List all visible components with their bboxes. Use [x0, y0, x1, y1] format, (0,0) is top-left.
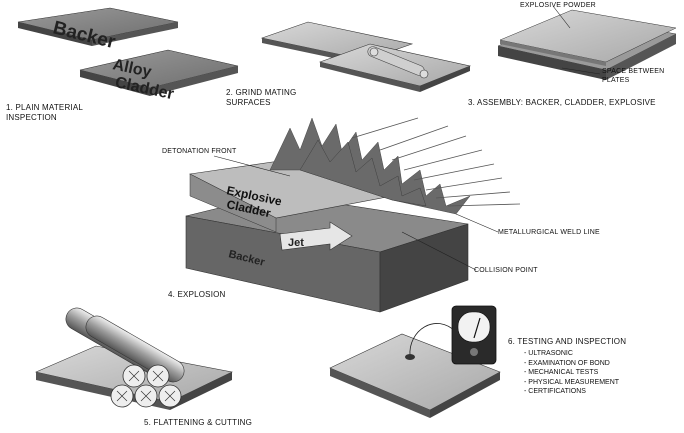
testing-list: - ULTRASONIC - EXAMINATION OF BOND - MEC…: [524, 349, 619, 397]
step2-plates: [260, 21, 472, 92]
step2-label: 2. GRIND MATING SURFACES: [226, 88, 297, 107]
testing-item: - ULTRASONIC: [524, 350, 573, 357]
ultrasonic-probe: [405, 354, 415, 360]
detonation-cloud: [269, 117, 471, 215]
space-leader: [561, 67, 601, 75]
roller-crosses: [116, 370, 176, 402]
step4-label: 4. EXPLOSION: [168, 290, 226, 299]
step6-label: 6. TESTING AND INSPECTION: [508, 337, 627, 346]
step3-assembly: [497, 5, 677, 80]
explosive-cladder-front: [189, 173, 277, 233]
step3-label: 3. ASSEMBLY: BACKER, CLADDER, EXPLOSIVE: [468, 98, 656, 107]
collision-point-label: COLLISION POINT: [474, 267, 538, 274]
step1-label: 1. PLAIN MATERIAL INSPECTION: [6, 103, 84, 122]
space-between-plates-label: SPACE BETWEEN PLATES: [602, 68, 665, 84]
step5-flattening: [35, 307, 233, 410]
grinder-wheel: [419, 69, 429, 79]
tester-dial: [457, 311, 491, 343]
detonation-leader: [213, 155, 291, 177]
weld-line-label: METALLURGICAL WELD LINE: [498, 229, 600, 236]
step5-label: 5. FLATTENING & CUTTING: [144, 418, 253, 427]
explosive-powder-label: EXPLOSIVE POWDER: [520, 2, 596, 9]
powder-leader: [552, 5, 571, 29]
probe-cable: [409, 323, 457, 357]
collision-leader: [401, 231, 477, 271]
testing-item: - EXAMINATION OF BOND: [524, 359, 610, 367]
detonation-rays: [351, 117, 521, 207]
step4-explosion: Explosive Cladder Backer Jet: [185, 117, 521, 313]
jet-text: Jet: [288, 237, 304, 249]
weld-line-leader: [455, 213, 499, 233]
step6-testing: [329, 305, 501, 418]
testing-item: - MECHANICAL TESTS: [524, 369, 599, 376]
testing-item: - PHYSICAL MEASUREMENT: [524, 378, 620, 386]
backer-side: [379, 223, 469, 313]
testing-item: - CERTIFICATIONS: [524, 388, 586, 395]
jet-arrow: [279, 221, 353, 251]
tester-knob: [470, 348, 478, 356]
detonation-front-label: DETONATION FRONT: [162, 148, 237, 155]
tester-needle: [473, 317, 481, 339]
step1-cladder-plate: Alloy Cladder: [79, 49, 239, 103]
step1-backer-plate: Backer: [17, 7, 179, 53]
grinder-wheel: [369, 47, 379, 57]
